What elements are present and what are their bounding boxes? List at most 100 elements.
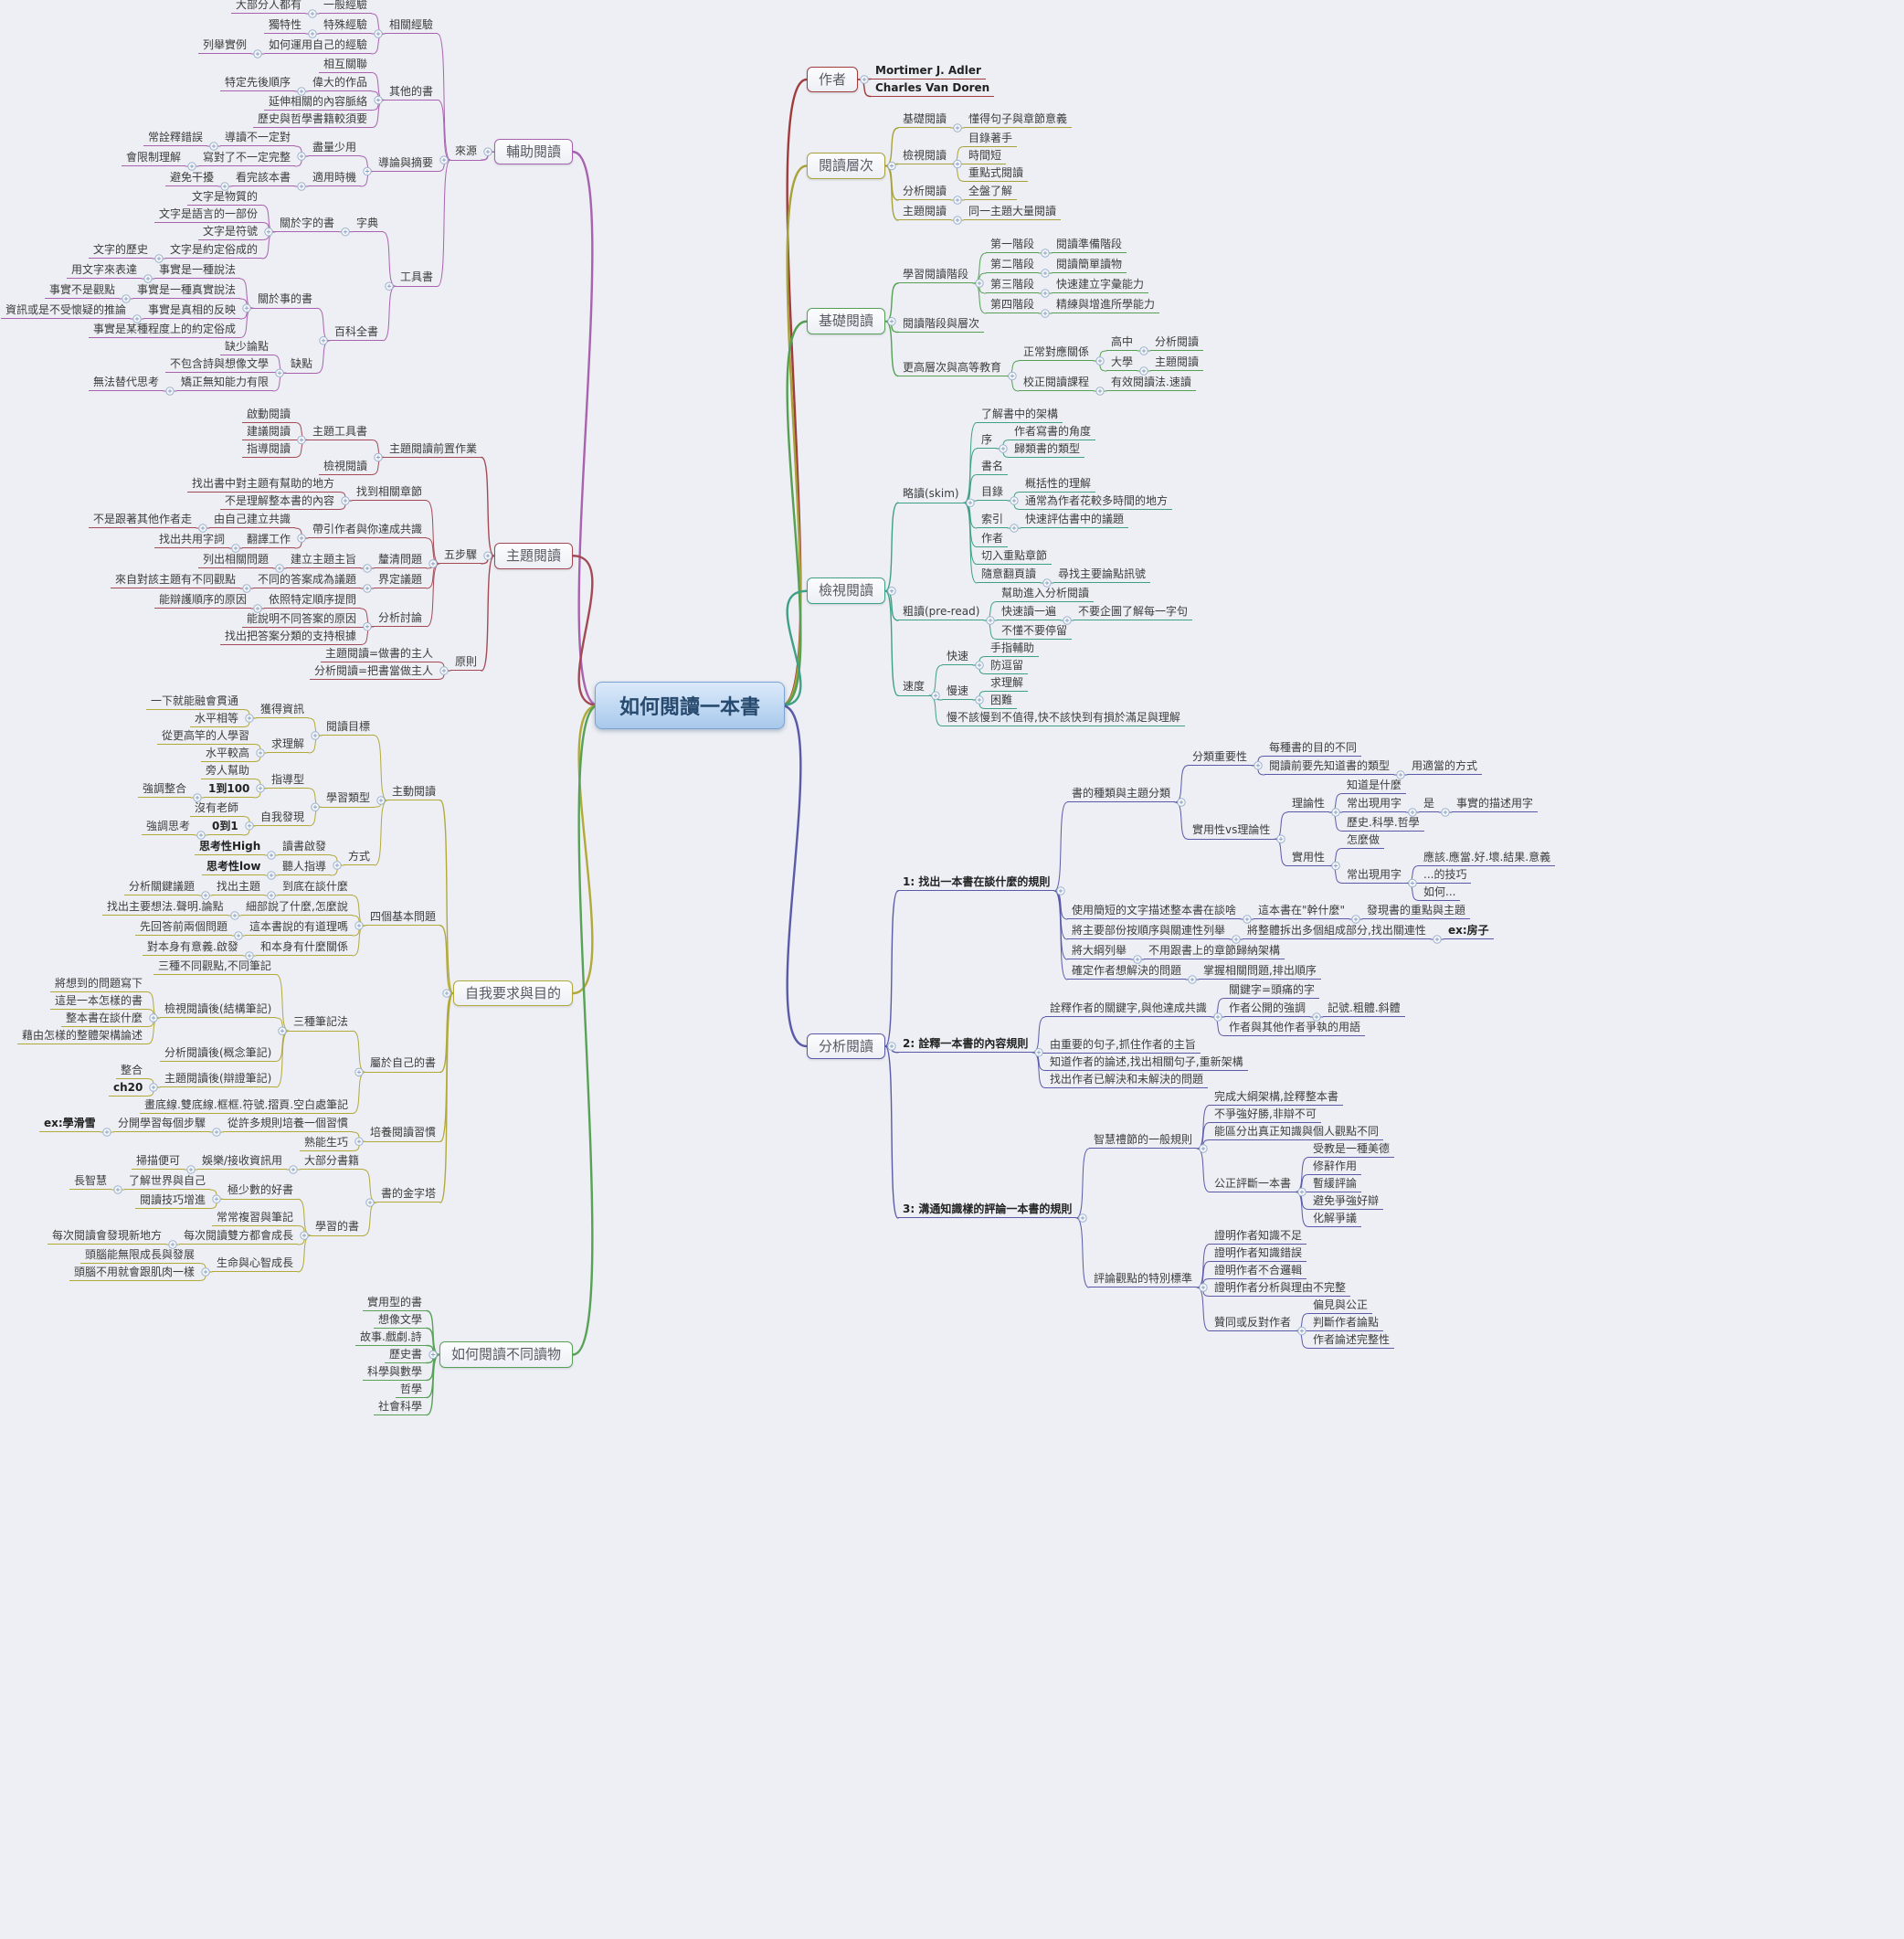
subtopic[interactable]: 和本身有什麼關係 [256,939,354,957]
subtopic[interactable]: 用適當的方式 [1407,758,1483,776]
subtopic[interactable]: 實用性 [1287,850,1330,866]
collapse-toggle-icon[interactable] [428,559,438,568]
subtopic[interactable]: 文字是符號 [198,224,263,240]
subtopic[interactable]: 歸類書的類型 [1010,441,1085,458]
collapse-toggle-icon[interactable] [975,661,984,670]
subtopic[interactable]: 困難 [986,693,1018,709]
subtopic[interactable]: 大學 [1106,355,1138,372]
subtopic[interactable]: 確定作者想解決的問題 [1067,963,1187,980]
collapse-toggle-icon[interactable] [1095,387,1105,396]
subtopic[interactable]: 看完該本書 [231,170,296,187]
subtopic[interactable]: 閱讀階段與層次 [898,316,985,333]
collapse-toggle-icon[interactable] [1056,886,1065,895]
subtopic[interactable]: 閱讀目標 [322,719,376,736]
subtopic[interactable]: 了解世界與自己 [124,1173,211,1191]
subtopic[interactable]: 事實是某種程度上的約定俗成 [89,322,241,338]
subtopic[interactable]: 索引 [977,512,1009,529]
collapse-toggle-icon[interactable] [428,1350,438,1360]
subtopic[interactable]: 從更高竿的人學習 [157,728,255,745]
subtopic[interactable]: 主題閱讀 [898,204,952,221]
collapse-toggle-icon[interactable] [1312,1012,1321,1022]
collapse-toggle-icon[interactable] [374,452,383,462]
collapse-toggle-icon[interactable] [297,87,306,96]
collapse-toggle-icon[interactable] [439,666,449,675]
subtopic[interactable]: 了解書中的架構 [977,407,1063,423]
subtopic[interactable]: 三種筆記法 [289,1014,354,1032]
subtopic[interactable]: 用文字來表達 [67,262,143,280]
subtopic[interactable]: 全盤了解 [964,184,1018,201]
collapse-toggle-icon[interactable] [1408,878,1417,888]
subtopic[interactable]: 缺點 [286,356,318,374]
subtopic[interactable]: 哲學 [396,1382,428,1398]
subtopic[interactable]: 找到相關章節 [352,484,428,502]
collapse-toggle-icon[interactable] [234,931,243,940]
subtopic[interactable]: 尋找主要論點訊號 [1053,567,1151,584]
subtopic[interactable]: 分析閱讀後(概念筆記) [160,1045,277,1062]
subtopic[interactable]: 作者論述完整性 [1308,1332,1395,1349]
collapse-toggle-icon[interactable] [198,524,207,533]
subtopic[interactable]: 實用性vs理論性 [1188,822,1275,840]
subtopic[interactable]: 能說明不同答案的原因 [242,611,362,628]
subtopic[interactable]: 偉大的作品 [308,75,373,92]
subtopic[interactable]: 不包含詩與想像文學 [165,356,274,373]
subtopic[interactable]: 幫助進入分析閱讀 [997,586,1095,602]
collapse-toggle-icon[interactable] [201,1267,210,1277]
collapse-toggle-icon[interactable] [354,921,364,930]
subtopic[interactable]: 0到1 [207,819,243,836]
subtopic[interactable]: 強調思考 [142,819,196,836]
subtopic[interactable]: 略讀(skim) [898,486,964,503]
subtopic[interactable]: 文字的歷史 [89,242,153,260]
subtopic[interactable]: 完成大綱架構,詮釋整本書 [1210,1089,1343,1106]
collapse-toggle-icon[interactable] [242,303,251,313]
subtopic[interactable]: 原則 [450,654,482,672]
collapse-toggle-icon[interactable] [376,796,386,805]
collapse-toggle-icon[interactable] [363,564,372,573]
subtopic[interactable]: 主題閱讀 [1150,355,1204,372]
subtopic[interactable]: 分析討論 [374,610,428,628]
subtopic[interactable]: 1: 找出一本書在談什麼的規則 [898,874,1055,892]
subtopic[interactable]: 更高層次與高等教育 [898,360,1007,376]
collapse-toggle-icon[interactable] [256,748,265,758]
subtopic[interactable]: 水平較高 [201,746,255,762]
collapse-toggle-icon[interactable] [365,1198,375,1207]
subtopic[interactable]: 事實是真相的反映 [143,302,241,320]
collapse-toggle-icon[interactable] [1042,578,1052,588]
subtopic[interactable]: 高中 [1106,334,1138,352]
subtopic[interactable]: 翻譯工作 [242,532,296,549]
subtopic[interactable]: ...的技巧 [1419,867,1472,884]
subtopic[interactable]: 3: 溝通知識樣的評論一本書的規則 [898,1202,1077,1219]
subtopic[interactable]: 五步驟 [439,547,482,565]
collapse-toggle-icon[interactable] [297,534,306,543]
subtopic[interactable]: 避免干擾 [165,170,219,187]
collapse-toggle-icon[interactable] [209,142,218,151]
subtopic[interactable]: 長智慧 [69,1173,112,1191]
subtopic[interactable]: 主題閱讀前置作業 [385,441,482,458]
collapse-toggle-icon[interactable] [1331,861,1340,871]
collapse-toggle-icon[interactable] [201,891,210,900]
subtopic[interactable]: 公正評斷一本書 [1210,1176,1296,1192]
subtopic[interactable]: 資訊或是不受懷疑的推論 [1,302,132,320]
collapse-toggle-icon[interactable] [1041,269,1050,278]
subtopic[interactable]: 找出共用字詞 [154,532,230,549]
subtopic[interactable]: 找出作者已解決和未解決的問題 [1045,1072,1209,1088]
subtopic[interactable]: 延伸相關的內容脈絡 [264,94,373,111]
subtopic[interactable]: 旁人幫助 [201,763,255,779]
subtopic[interactable]: 指導型 [267,772,310,789]
subtopic[interactable]: 主題閱讀=做書的主人 [321,646,439,662]
collapse-toggle-icon[interactable] [953,123,962,132]
subtopic[interactable]: 快速評估書中的議題 [1021,512,1129,529]
subtopic[interactable]: 到底在談什麼 [278,879,354,896]
subtopic[interactable]: 序 [977,432,998,450]
subtopic[interactable]: 歷史.科學.哲學 [1342,815,1424,832]
subtopic[interactable]: 特定先後順序 [220,75,296,92]
collapse-toggle-icon[interactable] [1010,524,1019,533]
subtopic[interactable]: 實用型的書 [363,1295,428,1311]
collapse-toggle-icon[interactable] [363,166,372,176]
subtopic[interactable]: 快速讀一遍 [997,604,1062,621]
subtopic[interactable]: 正常對應關係 [1019,344,1095,362]
subtopic[interactable]: 詮釋作者的關鍵字,與他達成共識 [1045,1001,1211,1018]
subtopic[interactable]: 校正閱讀課程 [1019,375,1095,392]
subtopic[interactable]: 適用時機 [308,170,362,187]
collapse-toggle-icon[interactable] [231,544,240,553]
subtopic[interactable]: 水平相等 [190,711,244,727]
